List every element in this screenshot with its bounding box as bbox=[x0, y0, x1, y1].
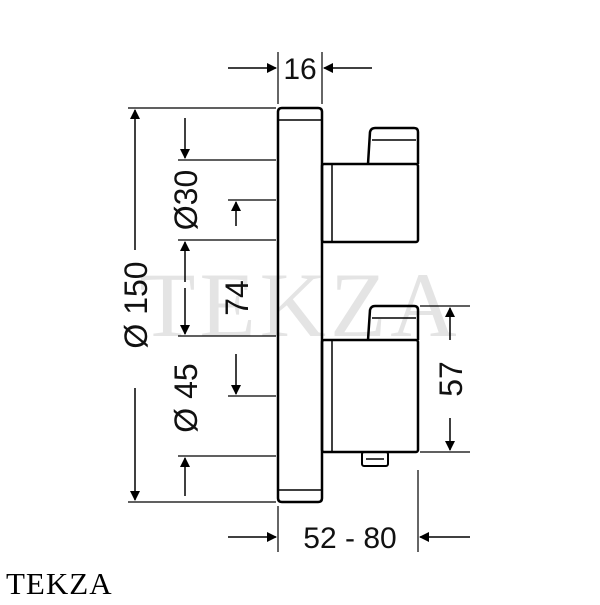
lower-knob-body bbox=[320, 304, 420, 467]
dim-outer-diameter-label: Ø 150 bbox=[118, 261, 154, 348]
dim-top-width-label: 16 bbox=[283, 53, 316, 86]
brand-logo: TEKZA bbox=[6, 566, 113, 601]
dim-lower-body-height-label: 57 bbox=[433, 361, 469, 397]
dim-upper-knob-diameter-label: Ø30 bbox=[168, 170, 204, 230]
dim-lower-knob-diameter-label: Ø 45 bbox=[168, 363, 204, 432]
dim-depth-range-label: 52 - 80 bbox=[303, 522, 396, 555]
dim-knob-spacing-label: 74 bbox=[219, 280, 255, 316]
upper-knob bbox=[320, 126, 420, 244]
extension-lines bbox=[128, 52, 470, 552]
cover-plate bbox=[276, 106, 324, 504]
